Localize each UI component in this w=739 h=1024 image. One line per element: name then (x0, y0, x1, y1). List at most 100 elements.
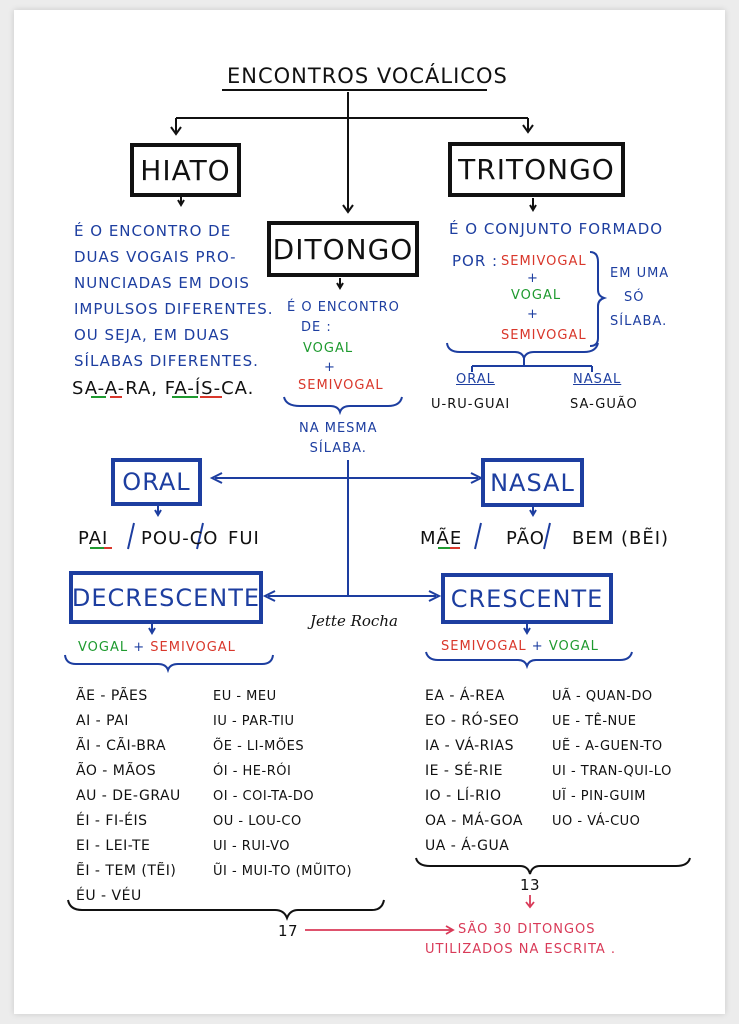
list-item: EU - MEU (213, 689, 277, 704)
page-title: ENCONTROS VOCÁLICOS (227, 64, 508, 88)
tritongo-oral-label: ORAL (456, 372, 495, 387)
tritongo-side-brace (589, 251, 608, 347)
ditongo-note: NA MESMA SÍLABA. (299, 419, 378, 459)
oral-example-3: FUI (228, 528, 260, 549)
cres-bottom-brace (415, 857, 691, 875)
total-note-line: SÃO 30 DITONGOS (458, 922, 596, 937)
hiato-box: HIATO (130, 143, 241, 197)
formula-semivogal: SEMIVOGAL (150, 640, 236, 655)
list-item: UĨ - PIN-GUIM (552, 789, 647, 804)
hiato-def-line: DUAS VOGAIS PRO- (74, 248, 237, 266)
tritongo-semivogal-1: SEMIVOGAL (501, 254, 587, 269)
formula-vogal: VOGAL (78, 640, 129, 655)
decrescente-formula: VOGAL + SEMIVOGAL (78, 641, 236, 654)
ditongo-def-line: É O ENCONTRO (287, 300, 400, 315)
list-item: ÉI - FI-ÉIS (76, 813, 148, 829)
ditongo-note-line: SÍLABA. (309, 441, 367, 456)
list-item: ÓI - HE-RÓI (213, 764, 292, 779)
list-item: UI - RUI-VO (213, 839, 291, 854)
tritongo-side-line: SÓ (624, 290, 645, 305)
tritongo-semivogal-2: SEMIVOGAL (501, 328, 587, 343)
list-item: UE - TÊ-NUE (552, 714, 637, 729)
formula-plus: + (133, 640, 146, 655)
arrow-ditongo (342, 204, 354, 214)
hiato-def-line: É O ENCONTRO DE (74, 222, 232, 240)
tritongo-side-note: EM UMA SÓ SÍLABA. (610, 262, 669, 334)
list-item: IA - VÁ-RIAS (425, 738, 514, 754)
list-item: ÃE - PÃES (76, 688, 148, 704)
tritongo-oral-example: U-RU-GUAI (431, 397, 511, 412)
hiato-def-line: NUNCIADAS EM DOIS (74, 274, 250, 292)
tritongo-definition: É O CONJUNTO FORMADO (449, 220, 664, 238)
ditongo-semivogal: SEMIVOGAL (298, 378, 384, 393)
list-item: IU - PAR-TIU (213, 714, 295, 729)
list-item: ÃI - CÃI-BRA (76, 738, 167, 754)
list-item: IE - SÉ-RIE (425, 763, 503, 779)
arrow-hiato (170, 126, 182, 136)
tritongo-plus-1: + (527, 271, 539, 286)
list-item: EI - LEI-TE (76, 838, 151, 854)
ditongo-note-line: NA MESMA (299, 421, 378, 436)
oral-example-2: POU-CO (141, 528, 219, 549)
decrescente-label: DECRESCENTE (71, 583, 261, 612)
ditongo-definition: É O ENCONTRO DE : (287, 298, 400, 338)
list-item: AU - DE-GRAU (76, 788, 181, 804)
list-item: EO - RÓ-SEO (425, 713, 520, 729)
arrow-tritongo (522, 124, 534, 134)
hiato-def-line: SÍLABAS DIFERENTES. (74, 352, 259, 370)
tritongo-split (471, 358, 593, 372)
list-item: ÃO - MÃOS (76, 763, 157, 779)
list-item: OA - MÁ-GOA (425, 813, 523, 829)
tritongo-por: POR : (452, 252, 499, 270)
hiato-def-line: IMPULSOS DIFERENTES. (74, 300, 274, 318)
nasal-box: NASAL (481, 458, 584, 507)
ditongo-def-line: DE : (301, 320, 332, 335)
ditongo-plus: + (324, 360, 336, 375)
list-item: IO - LÍ-RIO (425, 788, 502, 804)
list-item: UI - TRAN-QUI-LO (552, 764, 672, 779)
oral-label: ORAL (122, 468, 191, 496)
crescente-box: CRESCENTE (441, 573, 613, 624)
tritongo-vogal: VOGAL (511, 288, 562, 303)
list-item: EA - Á-REA (425, 688, 505, 704)
list-item: ẼI - TEM (TẼI) (76, 863, 177, 879)
hiato-example: SA-A-RA, FA-ÍS-CA. (72, 378, 255, 399)
list-item: UẼ - A-GUEN-TO (552, 739, 663, 754)
decrescente-box: DECRESCENTE (69, 571, 263, 624)
formula-semivogal: SEMIVOGAL (441, 639, 527, 654)
list-item: ÕE - LI-MÕES (213, 739, 305, 754)
oral-box: ORAL (111, 458, 202, 506)
nasal-example-1: MÃE (420, 528, 463, 549)
hiato-def-line: OU SEJA, EM DUAS (74, 326, 231, 344)
decrescente-list-2: EU - MEU IU - PAR-TIU ÕE - LI-MÕES ÓI - … (213, 684, 352, 884)
total-note-line: UTILIZADOS NA ESCRITA . (425, 942, 617, 957)
total-note: SÃO 30 DITONGOS UTILIZADOS NA ESCRITA . (425, 920, 616, 960)
list-item: UA - Á-GUA (425, 838, 510, 854)
crescente-list-2: UÃ - QUAN-DO UE - TÊ-NUE UẼ - A-GUEN-TO … (552, 684, 672, 834)
nasal-example-2: PÃO (506, 528, 545, 549)
decrescente-count: 17 (278, 922, 299, 940)
crescente-count: 13 (520, 876, 541, 894)
formula-plus: + (531, 639, 544, 654)
cres-formula-brace (425, 651, 633, 670)
tritongo-box: TRITONGO (448, 142, 625, 197)
decrescente-list-1: ÃE - PÃES AI - PAI ÃI - CÃI-BRA ÃO - MÃO… (76, 684, 181, 909)
dec-formula-brace (64, 654, 274, 674)
list-item: UÃ - QUAN-DO (552, 689, 653, 704)
crescente-list-1: EA - Á-REA EO - RÓ-SEO IA - VÁ-RIAS IE -… (425, 684, 523, 859)
signature: Jette Rocha (310, 612, 398, 630)
ditongo-label: DITONGO (272, 232, 414, 266)
nasal-label: NASAL (490, 468, 575, 497)
tritongo-side-line: SÍLABA. (610, 314, 668, 329)
tritongo-side-line: EM UMA (610, 266, 670, 281)
list-item: AI - PAI (76, 713, 129, 729)
dec-bottom-brace (67, 899, 385, 921)
hiato-label: HIATO (140, 153, 231, 187)
ditongo-brace (283, 396, 403, 416)
formula-vogal: VOGAL (548, 639, 599, 654)
list-item: OU - LOU-CO (213, 814, 302, 829)
list-item: UO - VÁ-CUO (552, 814, 641, 829)
tritongo-nasal-label: NASAL (573, 372, 622, 387)
tritongo-nasal-example: SA-GUÃO (570, 397, 638, 412)
